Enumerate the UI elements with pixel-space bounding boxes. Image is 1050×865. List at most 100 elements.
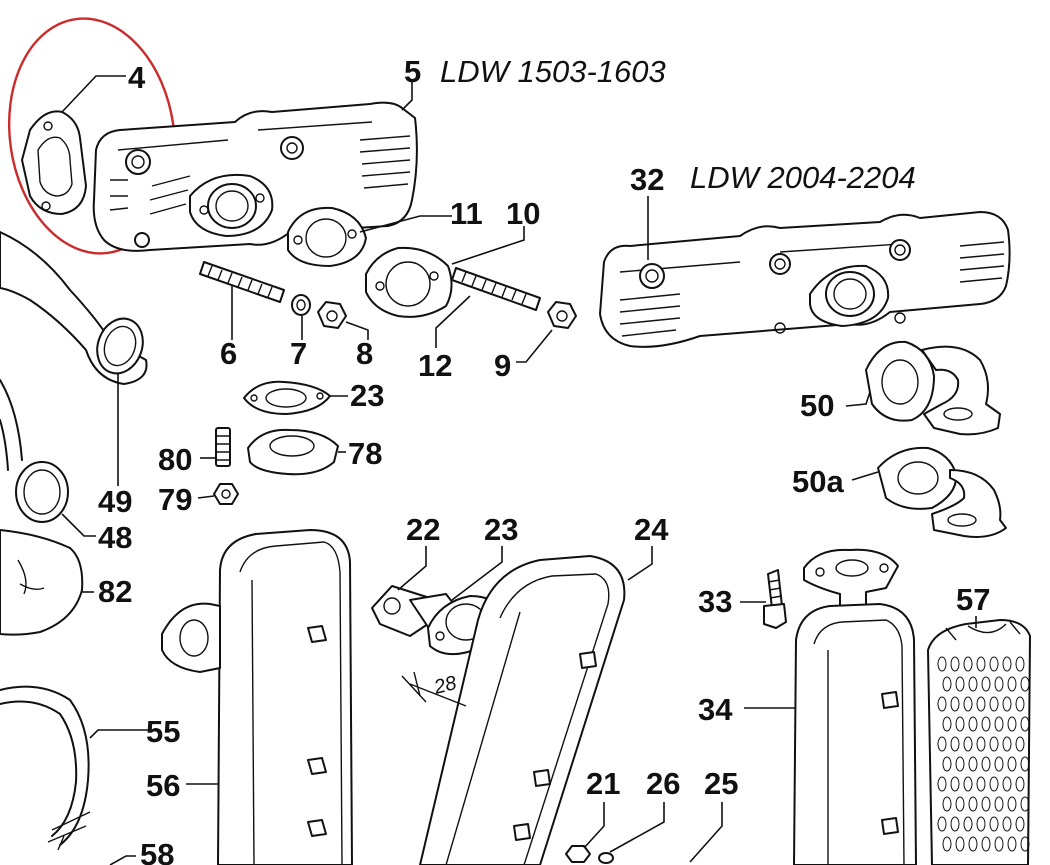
part-12-stud[interactable] [451, 267, 541, 311]
perforation-hole [976, 656, 986, 672]
part-4-gasket[interactable] [21, 110, 87, 215]
callout-26: 26 [646, 766, 680, 801]
callout-48: 48 [98, 520, 132, 555]
callout-23-top: 23 [350, 378, 384, 413]
part-78-spacer[interactable] [247, 428, 339, 476]
perforation-hole [1020, 756, 1030, 772]
perforation-hole [976, 736, 986, 752]
callout-80: 80 [158, 442, 192, 477]
perforation-hole [1002, 776, 1012, 792]
part-50-elbow[interactable] [865, 340, 1001, 436]
perforation-hole [1007, 716, 1017, 732]
part-79-nut[interactable] [213, 483, 239, 505]
part-56-silencer[interactable] [161, 529, 353, 865]
perforation-hole [976, 776, 986, 792]
perforation-hole [1002, 656, 1012, 672]
part-80-stud[interactable] [215, 427, 231, 467]
perforation-hole [950, 696, 960, 712]
perforation-hole [994, 796, 1004, 812]
callout-58: 58 [140, 837, 174, 865]
perforation-hole [942, 836, 952, 852]
perforation-hole [942, 676, 952, 692]
callout-7: 7 [290, 336, 307, 371]
perforation-hole [968, 836, 978, 852]
callout-8: 8 [356, 336, 373, 371]
perforation-hole [937, 736, 947, 752]
perforation-hole [942, 716, 952, 732]
part-6-stud[interactable] [199, 261, 285, 303]
perforation-hole [950, 776, 960, 792]
callout-82: 82 [98, 574, 132, 609]
callout-23-mid: 23 [484, 512, 518, 547]
callout-labels: 4 5 LDW 1503-1603 32 LDW 2004-2204 11 10… [98, 54, 990, 865]
part-7-washer[interactable] [291, 294, 311, 316]
part-8-nut[interactable] [317, 301, 347, 329]
perforation-hole [1020, 716, 1030, 732]
perforation-hole [942, 756, 952, 772]
part-57-heat-shield[interactable] [927, 619, 1031, 865]
perforation-hole [963, 736, 973, 752]
perforation-hole [1020, 676, 1030, 692]
part-21-nut[interactable] [565, 845, 591, 863]
perforation-hole [989, 776, 999, 792]
part-34-silencer[interactable] [793, 548, 917, 865]
part-10-flange[interactable] [365, 246, 453, 318]
callout-11: 11 [450, 196, 483, 231]
part-32-exhaust-manifold[interactable] [599, 211, 1011, 348]
part-55-clamp[interactable] [0, 685, 91, 851]
part-9-nut[interactable] [547, 301, 577, 329]
shield-perforations [937, 656, 1030, 852]
perforation-hole [1015, 736, 1025, 752]
part-24-silencer[interactable] [419, 555, 626, 865]
perforation-hole [1020, 796, 1030, 812]
perforation-hole [950, 736, 960, 752]
part-23-gasket[interactable] [243, 380, 331, 415]
perforation-hole [955, 716, 965, 732]
perforation-hole [989, 696, 999, 712]
callout-25: 25 [704, 766, 738, 801]
perforation-hole [1015, 776, 1025, 792]
perforation-hole [989, 816, 999, 832]
dimension-28: 28 [431, 672, 459, 699]
callout-50: 50 [800, 388, 834, 423]
part-33-bolt[interactable] [763, 569, 787, 629]
perforation-hole [1007, 796, 1017, 812]
part-50a-elbow[interactable] [877, 446, 1007, 538]
highlight-circle [7, 17, 177, 255]
perforation-hole [981, 796, 991, 812]
part-5-exhaust-manifold[interactable] [92, 101, 418, 252]
perforation-hole [1002, 736, 1012, 752]
perforation-hole [963, 816, 973, 832]
part-48-ring[interactable] [15, 461, 69, 523]
callout-49: 49 [98, 484, 132, 519]
callout-9: 9 [494, 348, 511, 383]
perforation-hole [1002, 816, 1012, 832]
perforation-hole [994, 716, 1004, 732]
part-26-washer[interactable] [598, 852, 614, 864]
perforation-hole [1002, 696, 1012, 712]
callout-22: 22 [406, 512, 440, 547]
callout-32: 32 [630, 162, 664, 197]
callout-6: 6 [220, 336, 237, 371]
part-82-hose[interactable] [0, 529, 84, 636]
perforation-hole [981, 836, 991, 852]
caption-model-a: LDW 1503-1603 [440, 54, 666, 89]
perforation-hole [937, 656, 947, 672]
perforation-hole [963, 696, 973, 712]
callout-50a: 50a [792, 464, 844, 499]
perforation-hole [955, 676, 965, 692]
perforation-hole [994, 836, 1004, 852]
callout-56: 56 [146, 768, 180, 803]
perforation-hole [937, 816, 947, 832]
part-49-pipe[interactable] [0, 231, 150, 471]
perforation-hole [989, 656, 999, 672]
perforation-hole [1020, 836, 1030, 852]
callout-10: 10 [506, 196, 540, 231]
caption-model-b: LDW 2004-2204 [690, 160, 916, 195]
perforation-hole [968, 796, 978, 812]
part-11-gasket[interactable] [287, 206, 367, 267]
perforation-hole [1007, 836, 1017, 852]
perforation-hole [955, 836, 965, 852]
callout-21: 21 [586, 766, 620, 801]
